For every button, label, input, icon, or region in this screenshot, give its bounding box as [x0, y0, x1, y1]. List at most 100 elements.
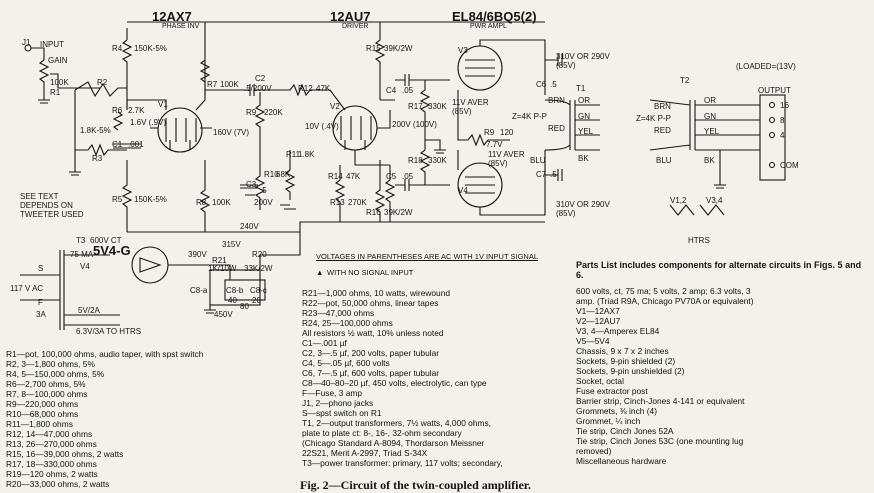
label-c3-val: .5 [260, 186, 267, 195]
parts-list-item: C2, 3—.5 µf, 200 volts, paper tubular [302, 348, 440, 358]
label-r14-val: 47K [346, 172, 361, 181]
ground-240-rail [127, 221, 545, 233]
label-r19-val: 120 [500, 128, 514, 137]
label-t2-imp: Z=4K P-P [636, 114, 671, 123]
label-8-ohm: 8 [780, 116, 785, 125]
label-r1-val: 100K [50, 78, 69, 87]
label-r6: R6 [112, 106, 123, 115]
label-bk: BK [578, 154, 589, 163]
label-or: OR [578, 96, 590, 105]
no-signal-note-marker: ▲ [316, 268, 324, 277]
label-r8: R8 [196, 198, 207, 207]
parts-list-item: amp. (Triad R9A, Chicago PV70A or equiva… [576, 296, 754, 306]
label-c7-val: .5 [550, 170, 557, 179]
parts-list-item: F—Fuse, 3 amp [302, 388, 363, 398]
label-brn2: BRN [654, 102, 671, 111]
label-c6-val: .5 [550, 80, 557, 89]
label-c8a: C8-a [190, 286, 208, 295]
label-r8-val: 100K [212, 198, 231, 207]
parts-list-item: T1, 2—output transformers, 7½ watts, 4,0… [302, 418, 491, 428]
label-63v: 6.3V/3A TO HTRS [76, 327, 142, 336]
label-r19: R9 [484, 128, 495, 137]
label-v34-htr: V3,4 [706, 196, 723, 205]
label-j1: J1 [22, 38, 31, 47]
parts-list-item: 600 volts, ct, 75 ma; 5 volts, 2 amp; 6.… [576, 286, 751, 296]
r2-symbol [74, 81, 127, 98]
label-c4-val: .05 [402, 86, 414, 95]
parts-list-item: R17, 18—330,000 ohms [6, 459, 97, 469]
label-75ma: 75 MA [70, 250, 94, 259]
c8-can [224, 279, 266, 301]
label-c3: C3 [246, 180, 257, 189]
r7-symbol [199, 22, 211, 95]
label-c1: C1 [112, 140, 123, 149]
label-c5-val: .05 [402, 172, 414, 181]
parts-list-item: Fuse extractor post [576, 386, 648, 396]
label-r5-val: 150K-5% [134, 195, 167, 204]
parts-list-item: Grommets, ⅜ inch (4) [576, 406, 657, 416]
label-r11-val: 1.8K [298, 150, 315, 159]
r4-symbol [121, 39, 133, 110]
parts-list-item: All resistors ½ watt, 10% unless noted [302, 328, 444, 338]
parts-list-item: C4, 5—.05 µf, 600 volts [302, 358, 390, 368]
label-c8c: C8-c [250, 286, 267, 295]
c6-symbol [545, 54, 563, 66]
c7-symbol [545, 169, 563, 181]
label-r12: R12 [298, 84, 313, 93]
label-c3-volt: 200V [254, 198, 273, 207]
label-80: 80 [240, 302, 249, 311]
label-r20-val: 33K/2W [244, 264, 273, 273]
parts-list-item: R21—1,000 ohms, 10 watts, wirewound [302, 288, 451, 298]
label-r2: R2 [97, 78, 108, 87]
parts-list-item: 22S21, Merit A-2997, Triad S-34X [302, 448, 428, 458]
parts-list-item: Socket, octal [576, 376, 624, 386]
label-r9-val: 220K [264, 108, 283, 117]
label-v1-bias: 1.6V (.9V) [130, 118, 167, 127]
parts-list-item: Tie strip, Cinch Jones 53C (one mounting… [576, 436, 744, 446]
label-v1: V1 [158, 100, 168, 109]
label-gn2: GN [704, 112, 716, 121]
parts-list-item: S—spst switch on R1 [302, 408, 382, 418]
label-htrs: HTRS [688, 236, 710, 245]
parts-list-left: R1—pot, 100,000 ohms, audio taper, with … [6, 349, 203, 489]
label-t1: T1 [576, 84, 586, 93]
v2-tube-type: 12AU7 [330, 9, 371, 24]
label-c5: C5 [386, 172, 397, 181]
rectifier-tube-type: 5V4-G [93, 243, 131, 258]
parts-list-item: R11—1,800 ohms [6, 419, 73, 429]
parts-list-item: Barrier strip, Cinch-Jones 4-141 or equi… [576, 396, 745, 406]
label-r10: R10 [264, 170, 279, 179]
parts-list-item: Sockets, 9-pin shielded (2) [576, 356, 676, 366]
label-c2-val: .5/200V [244, 84, 272, 93]
r3-symbol [74, 90, 127, 157]
label-r17: R17 [408, 102, 423, 111]
label-3a: 3A [36, 310, 46, 319]
label-20: 20 [252, 296, 261, 305]
label-r21: R21 [212, 256, 227, 265]
label-r4-val: 150K-5% [134, 44, 167, 53]
label-r15: R15 [366, 44, 381, 53]
label-r6-val: 2.7K [128, 106, 145, 115]
label-r3: R3 [92, 154, 103, 163]
label-r2-val: 1.8K-5% [80, 126, 111, 135]
c1-symbol [113, 143, 141, 149]
label-r16: R16 [366, 208, 381, 217]
v1-role: PHASE INV [162, 23, 200, 30]
label-c7: C7 [536, 170, 547, 179]
parts-list-item: plate to plate ct: 8-, 16-, 32-ohm secon… [302, 428, 462, 438]
label-v3: V3 [458, 46, 468, 55]
v2-role: DRIVER [342, 23, 369, 30]
parts-list-heading: Parts List includes components for alter… [576, 260, 862, 280]
parts-list-item: R7, 8—100,000 ohms [6, 389, 88, 399]
label-v2-plate: 200V (100V) [392, 120, 437, 129]
parts-list-item: R6—2,700 ohms, 5% [6, 379, 86, 389]
r8-symbol [199, 160, 211, 232]
figure-caption: Fig. 2—Circuit of the twin-coupled ampli… [300, 478, 531, 492]
t3-core [59, 250, 65, 330]
label-bk2: BK [704, 156, 715, 165]
label-b-bot: 310V OR 290V (85V) [556, 200, 610, 218]
label-r1: R1 [50, 88, 61, 97]
parts-list-item: T3—power transformer: primary, 117 volts… [302, 458, 503, 468]
